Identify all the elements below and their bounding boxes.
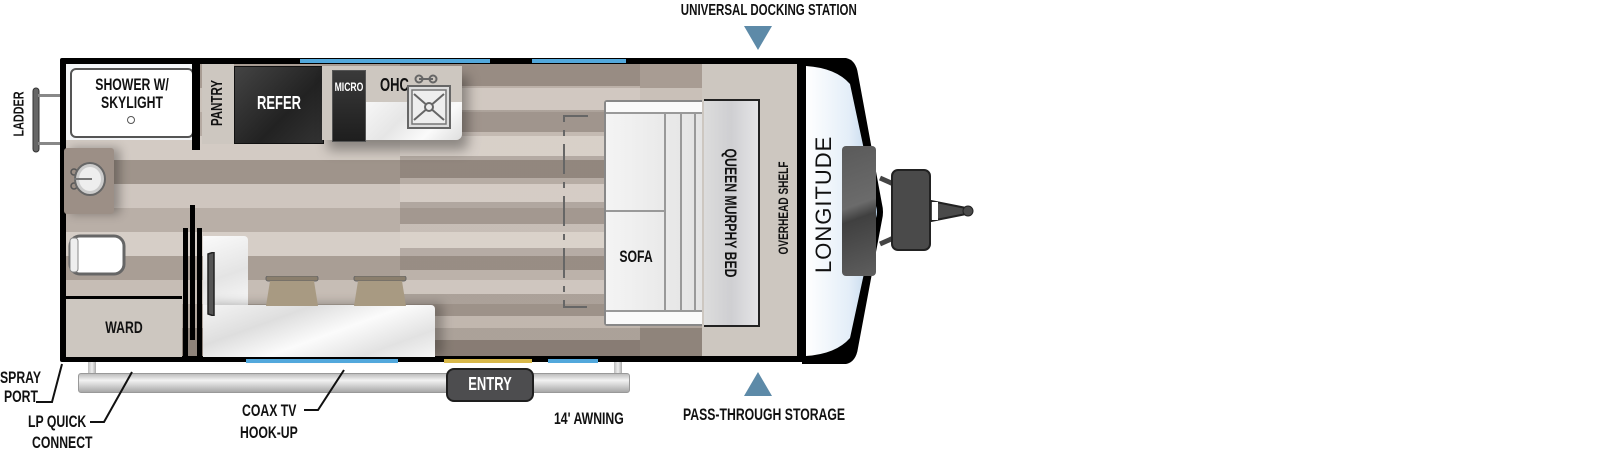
refrigerator: REFER xyxy=(234,66,324,144)
entry-door-marker xyxy=(444,359,532,363)
dinette-counter-horizontal xyxy=(203,305,435,357)
micro-label: MICRO xyxy=(334,80,364,94)
ladder-label: LADDER xyxy=(10,91,28,137)
sofa-back-bottom xyxy=(606,310,706,324)
sofa: SOFA xyxy=(604,100,708,326)
sofa-back-top xyxy=(606,102,706,114)
front-wall xyxy=(797,58,805,362)
wardrobe: WARD xyxy=(66,299,182,357)
ladder-icon xyxy=(32,87,62,153)
sofa-seat-line-3 xyxy=(694,112,696,310)
awning-label: 14' AWNING xyxy=(554,409,624,428)
stool-1-icon xyxy=(265,276,319,306)
pantry-label: PANTRY xyxy=(209,79,226,127)
awning-support-right xyxy=(614,362,622,376)
toilet-icon xyxy=(68,234,126,276)
front-window xyxy=(842,146,876,276)
awning-roller xyxy=(78,373,630,393)
coax-leader-line xyxy=(304,369,345,411)
murphy-bed-footprint-outline xyxy=(563,115,588,308)
murphy-bed-label: QUEEN MURPHY BED xyxy=(721,148,740,278)
overhead-shelf-label: OVERHEAD SHELF xyxy=(775,161,791,255)
awning-support-left xyxy=(88,362,96,376)
sofa-cushion-divider xyxy=(606,210,666,212)
window-top-2 xyxy=(532,59,626,63)
coax-label-line2: HOOK-UP xyxy=(240,423,298,442)
divider-wall-1 xyxy=(190,205,195,340)
pantry: PANTRY xyxy=(202,64,234,144)
ohc-label: OHC xyxy=(380,75,409,95)
shower-label-line2: SKYLIGHT xyxy=(101,93,163,112)
bath-door-wall xyxy=(183,228,188,358)
window-top-1 xyxy=(300,59,490,63)
spray-port-leader-line xyxy=(36,363,63,403)
shower-with-skylight: SHOWER W/ SKYLIGHT xyxy=(70,68,194,138)
pass-through-storage-label: PASS-THROUGH STORAGE xyxy=(683,405,846,424)
lp-quick-connect-leader-line xyxy=(90,371,133,423)
coax-label-line1: COAX TV xyxy=(242,401,297,420)
bathroom-sink-icon xyxy=(70,162,106,196)
window-bottom-2 xyxy=(548,359,598,363)
refer-label: REFER xyxy=(257,93,301,113)
divider-wall-2 xyxy=(197,228,202,358)
stool-2-icon xyxy=(353,276,407,306)
spray-port-label-line2: PORT xyxy=(4,387,39,406)
sofa-seat-line-2 xyxy=(680,112,682,310)
hitch-tongue-icon xyxy=(878,169,974,251)
microwave: MICRO xyxy=(332,70,366,142)
docking-station-arrow-icon xyxy=(744,26,772,50)
bath-partition-wall xyxy=(64,296,182,299)
ward-label: WARD xyxy=(105,318,143,337)
lp-quick-connect-label-line1: LP QUICK xyxy=(28,412,87,431)
shower-drain-icon xyxy=(127,116,135,124)
pass-through-storage-arrow-icon xyxy=(744,372,772,396)
shower-wall xyxy=(192,64,200,150)
brand-logo: LONGITUDE xyxy=(811,135,836,273)
entry-label: ENTRY xyxy=(468,374,512,394)
queen-murphy-bed: QUEEN MURPHY BED xyxy=(704,99,760,327)
shower-label-line1: SHOWER W/ xyxy=(95,75,169,94)
entry-step[interactable]: ENTRY xyxy=(446,368,534,402)
sofa-label: SOFA xyxy=(619,247,653,266)
tv-icon xyxy=(207,252,215,316)
window-bottom-1 xyxy=(246,359,398,363)
kitchen-sink-icon xyxy=(407,74,451,129)
sofa-seat-line-1 xyxy=(664,112,666,310)
lp-quick-connect-label-line2: CONNECT xyxy=(32,433,93,452)
spray-port-label-line1: SPRAY xyxy=(0,368,42,387)
universal-docking-station-label: UNIVERSAL DOCKING STATION xyxy=(680,2,857,19)
